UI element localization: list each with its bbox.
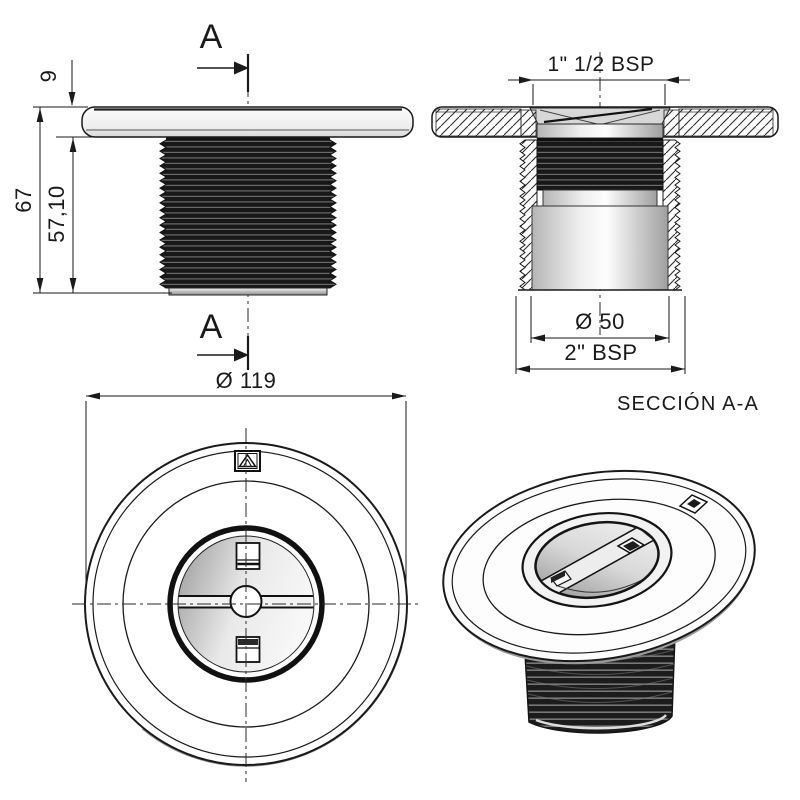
side-dimensions: 67 57,10 9 <box>11 60 172 294</box>
iso-view <box>442 469 756 734</box>
iso-notch <box>550 570 572 587</box>
dim-overall-height: 67 <box>11 187 36 212</box>
section-label-top: A <box>200 18 223 56</box>
side-thread-body <box>159 139 337 289</box>
side-flange <box>81 106 414 138</box>
front-dimension: Ø 119 <box>85 368 407 592</box>
iso-brand-mark-icon <box>678 494 709 514</box>
front-brand-mark-icon <box>234 450 261 472</box>
section-internal-thread <box>536 140 664 191</box>
iso-notch-dark <box>551 571 565 583</box>
front-view: Ø 119 <box>72 368 421 782</box>
dim-flange-thickness: 9 <box>36 70 61 83</box>
section-bore <box>531 205 669 291</box>
section-bore-step <box>542 189 658 207</box>
dim-bottom-thread: 2" BSP <box>564 340 637 365</box>
section-cut-bottom: A <box>197 308 250 370</box>
section-title: SECCIÓN A-A <box>617 392 759 415</box>
section-arrow-bottom <box>234 348 249 362</box>
section-insert-top <box>520 107 680 141</box>
dim-top-thread: 1" 1/2 BSP <box>547 53 654 76</box>
section-dimensions: 1" 1/2 BSP Ø 50 2" BSP <box>508 53 690 374</box>
side-view: A A 67 57,10 9 <box>11 18 414 370</box>
section-view: 1" 1/2 BSP Ø 50 2" BSP SECCIÓN A-A <box>431 52 779 415</box>
bottom-tab <box>235 636 261 663</box>
section-label-bottom: A <box>200 308 223 346</box>
top-tab <box>235 542 261 570</box>
dim-thread-length: 57,10 <box>44 185 69 243</box>
iso-square-hole-dark <box>623 541 640 551</box>
dim-bore: Ø 50 <box>575 309 625 334</box>
section-arrow-top <box>234 61 249 75</box>
section-cut-top: A <box>197 18 250 92</box>
iso-hub <box>521 511 673 609</box>
dim-outer-diameter: Ø 119 <box>216 368 277 393</box>
thread-end-chamfer <box>168 287 328 296</box>
